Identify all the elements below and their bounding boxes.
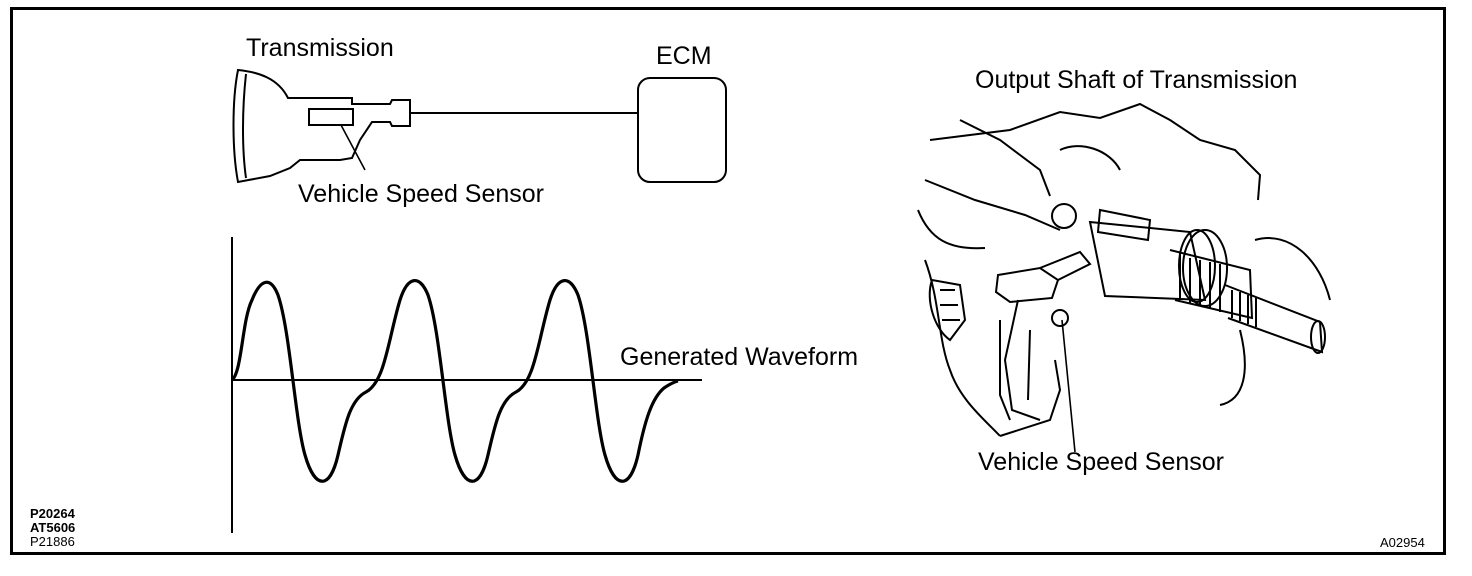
ecm-label: ECM	[656, 42, 712, 70]
waveform-label: Generated Waveform	[620, 343, 859, 371]
ecm-box	[637, 77, 727, 183]
figure-code-1: P20264	[30, 506, 75, 521]
vss-label-right: Vehicle Speed Sensor	[978, 448, 1225, 476]
vss-leader-right	[1061, 319, 1076, 453]
output-shaft-label: Output Shaft of Transmission	[975, 66, 1298, 94]
waveform-curve	[230, 279, 679, 483]
output-shaft-illustration	[917, 102, 1331, 437]
transmission-label: Transmission	[246, 34, 394, 62]
figure-frame	[10, 7, 1446, 555]
figure-code-right: A02954	[1380, 535, 1425, 550]
sensor-box	[308, 108, 354, 126]
figure-code-3: P21886	[30, 534, 75, 549]
vss-leader-left	[340, 124, 366, 171]
figure-code-2: AT5606	[30, 520, 76, 535]
vss-label-left: Vehicle Speed Sensor	[298, 180, 545, 208]
transmission-housing	[232, 68, 411, 184]
